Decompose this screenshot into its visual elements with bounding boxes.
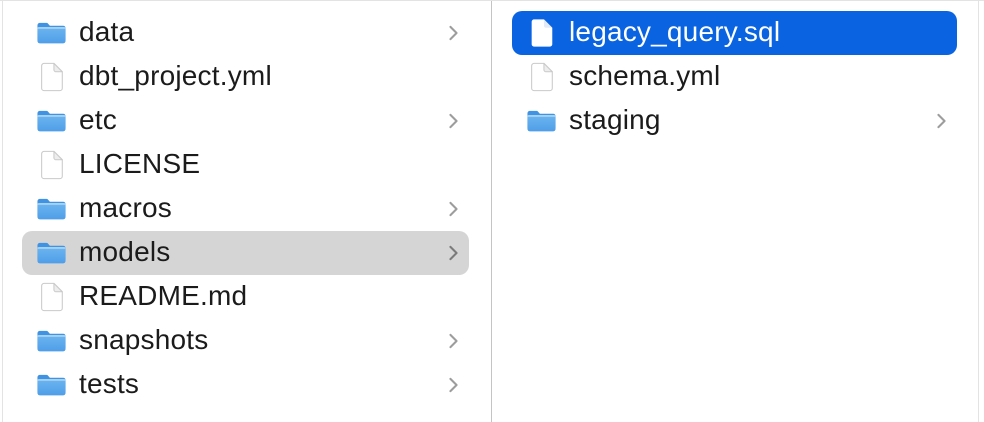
folder-icon bbox=[36, 18, 67, 48]
folder-icon bbox=[36, 194, 67, 224]
item-label: schema.yml bbox=[569, 60, 721, 91]
left-edge-divider bbox=[2, 0, 3, 422]
folder-icon bbox=[36, 238, 67, 268]
folder-icon bbox=[526, 106, 557, 136]
item-label: staging bbox=[569, 104, 661, 135]
finder-column-parent: data dbt_project.yml etc LICENSE macros … bbox=[22, 0, 492, 422]
chevron-right-icon bbox=[448, 112, 459, 130]
item-label: dbt_project.yml bbox=[79, 60, 272, 91]
item-label: legacy_query.sql bbox=[569, 16, 781, 47]
right-edge-divider bbox=[978, 0, 979, 422]
item-label: tests bbox=[79, 368, 140, 399]
row-staging[interactable]: staging bbox=[512, 99, 957, 143]
row-snapshots[interactable]: snapshots bbox=[22, 319, 469, 363]
row-legacy-query-sql-selected[interactable]: legacy_query.sql bbox=[512, 11, 957, 55]
document-icon bbox=[526, 62, 557, 92]
item-label: etc bbox=[79, 104, 117, 135]
chevron-right-icon bbox=[448, 200, 459, 218]
chevron-right-icon bbox=[448, 244, 459, 262]
row-license[interactable]: LICENSE bbox=[22, 143, 469, 187]
row-dbt-project-yml[interactable]: dbt_project.yml bbox=[22, 55, 469, 99]
row-models-selected[interactable]: models bbox=[22, 231, 469, 275]
finder-column-children: legacy_query.sql schema.yml staging bbox=[492, 0, 984, 422]
item-label: snapshots bbox=[79, 324, 209, 355]
document-icon bbox=[36, 62, 67, 92]
item-label: LICENSE bbox=[79, 148, 201, 179]
item-label: README.md bbox=[79, 280, 248, 311]
row-readme-md[interactable]: README.md bbox=[22, 275, 469, 319]
document-icon bbox=[36, 282, 67, 312]
item-label: macros bbox=[79, 192, 172, 223]
document-icon bbox=[526, 18, 557, 48]
folder-icon bbox=[36, 106, 67, 136]
chevron-right-icon bbox=[448, 376, 459, 394]
top-edge-divider bbox=[0, 0, 984, 1]
row-tests[interactable]: tests bbox=[22, 363, 469, 407]
row-etc[interactable]: etc bbox=[22, 99, 469, 143]
item-label: models bbox=[79, 236, 171, 267]
folder-icon bbox=[36, 326, 67, 356]
chevron-right-icon bbox=[448, 332, 459, 350]
document-icon bbox=[36, 150, 67, 180]
row-schema-yml[interactable]: schema.yml bbox=[512, 55, 957, 99]
row-macros[interactable]: macros bbox=[22, 187, 469, 231]
chevron-right-icon bbox=[448, 24, 459, 42]
chevron-right-icon bbox=[936, 112, 947, 130]
folder-icon bbox=[36, 370, 67, 400]
item-label: data bbox=[79, 16, 135, 47]
row-data[interactable]: data bbox=[22, 11, 469, 55]
